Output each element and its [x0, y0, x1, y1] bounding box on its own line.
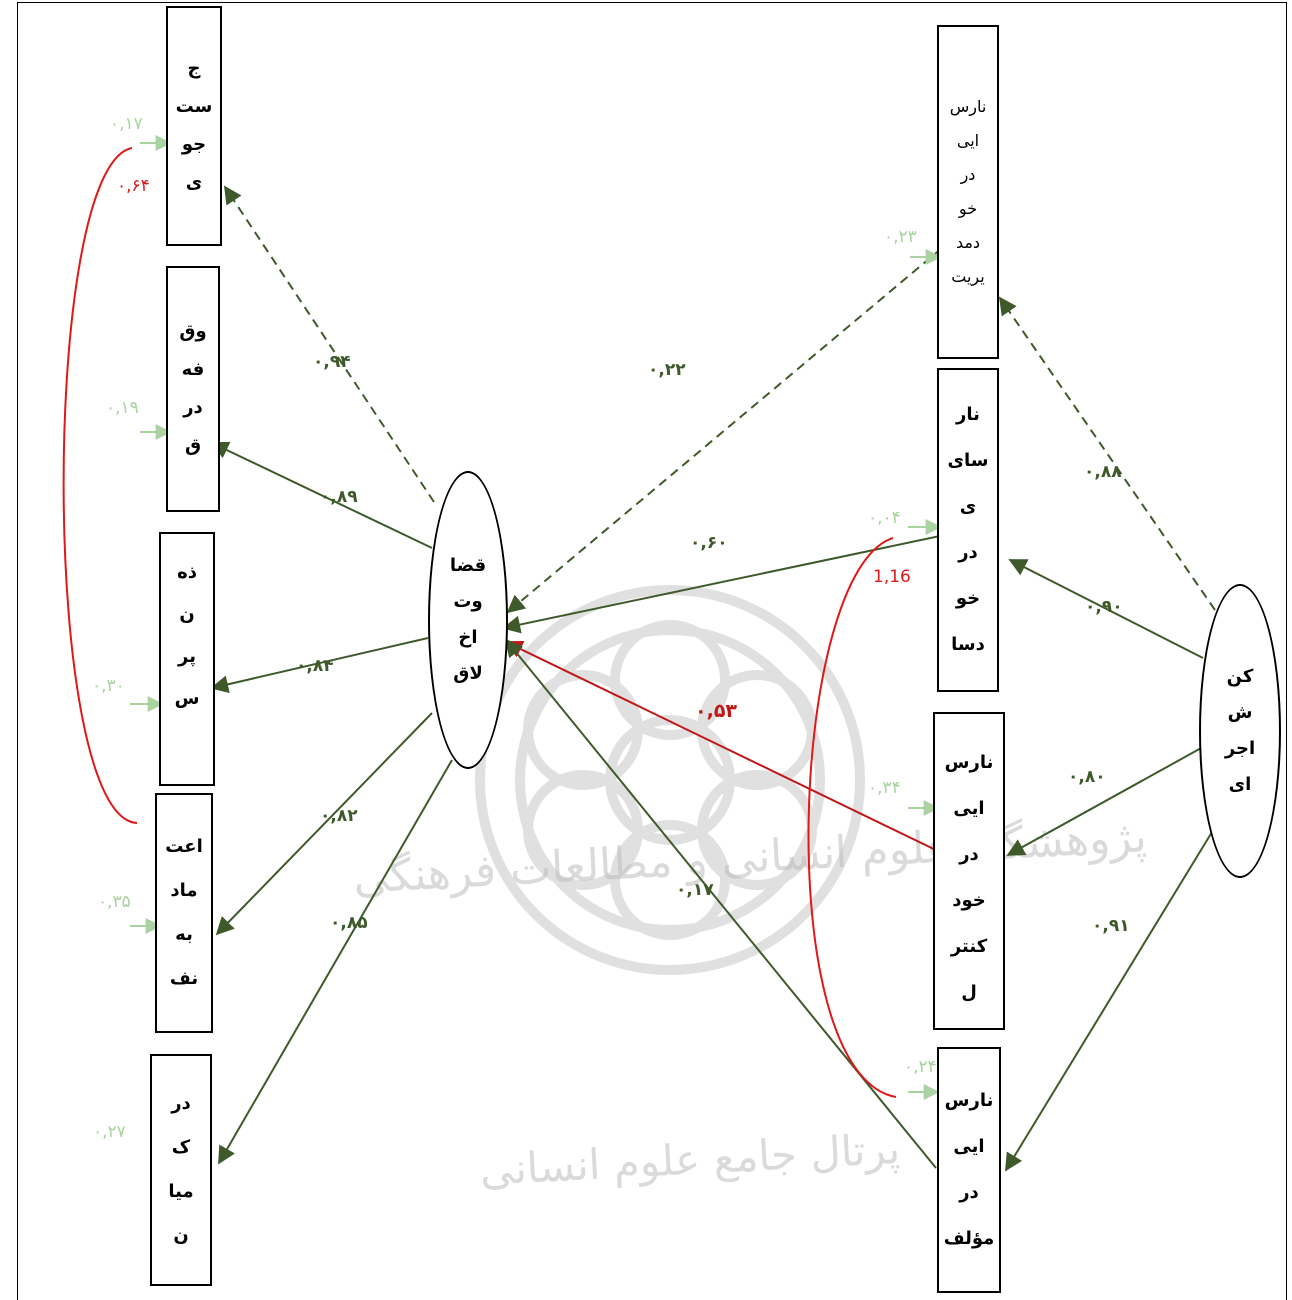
label-path-exec-to-self-management: ۰,۸۸: [1084, 462, 1122, 482]
label-covariance-right: 1,16: [873, 567, 911, 587]
latent-moral-judgment-line-4: لاق: [453, 656, 483, 692]
path-self-management-to-moral: [508, 248, 942, 612]
indicator-search-line-1: ج: [188, 50, 201, 88]
indicator-self-management: نارس ایی در خو دمد یریت: [937, 25, 999, 359]
latent-moral-judgment-line-2: وت: [453, 584, 482, 620]
indicator-understanding-line-3: میا: [168, 1170, 193, 1214]
label-path-exec-to-component: ۰,۹۱: [1092, 916, 1130, 936]
indicator-component-line-3: در: [959, 1170, 979, 1216]
indicator-self-confidence-line-2: ماد: [170, 869, 197, 913]
label-error-self-control: ۰,۳۴: [868, 778, 901, 798]
path-moral-to-search: [225, 187, 434, 502]
latent-executive-function-line-1: کن: [1227, 659, 1254, 695]
label-error-open-mind: ۰,۳۰: [92, 676, 125, 696]
covariance-left: [64, 148, 137, 823]
indicator-self-awareness-line-1: نار: [956, 392, 980, 438]
latent-executive-function-line-2: ش: [1228, 695, 1253, 731]
indicator-self-awareness-line-4: در: [958, 530, 978, 576]
indicator-self-awareness-line-5: خو: [956, 576, 980, 622]
path-exec-to-component: [1006, 832, 1212, 1170]
indicator-self-control: نارس ایی در خود کنتر ل: [933, 712, 1005, 1030]
indicator-self-management-line-5: دمد: [956, 226, 980, 260]
indicator-self-management-line-2: ایی: [957, 124, 979, 158]
indicator-open-mind: ذه ن پر س: [159, 532, 215, 786]
indicator-component-line-2: ایی: [953, 1124, 984, 1170]
indicator-self-management-line-3: در: [961, 158, 976, 192]
indicator-pause-line-4: ق: [185, 427, 201, 465]
indicator-understanding-line-2: ک: [172, 1126, 190, 1170]
label-error-self-management: ۰,۲۳: [884, 227, 917, 247]
label-error-pause: ۰,۱۹: [106, 398, 139, 418]
indicator-open-mind-line-2: ن: [179, 594, 194, 636]
indicator-self-control-line-4: خود: [952, 878, 986, 924]
label-error-self-awareness: ۰,۰۴: [868, 508, 901, 528]
indicator-understanding-line-1: در: [171, 1082, 191, 1126]
latent-moral-judgment-line-1: قضا: [450, 548, 486, 584]
indicator-self-confidence-line-1: اعت: [165, 825, 203, 869]
indicator-self-control-line-5: کنتر: [951, 924, 987, 970]
indicator-self-confidence: اعت ماد به نف: [155, 793, 213, 1033]
indicator-open-mind-line-3: پر: [178, 636, 196, 678]
label-path-open-mind: ۰,۸۴: [296, 656, 334, 676]
label-path-exec-to-self-awareness: ۰,۹۰: [1085, 597, 1123, 617]
covariance-right: [809, 538, 896, 1097]
indicator-self-control-line-1: نارس: [945, 740, 994, 786]
label-error-component: ۰,۲۴: [904, 1057, 937, 1077]
path-self-control-to-moral: [506, 642, 942, 853]
indicator-component-line-1: نارس: [945, 1078, 994, 1124]
indicator-open-mind-line-1: ذه: [177, 552, 197, 594]
indicator-self-management-line-6: یریت: [951, 260, 984, 294]
label-path-pause: ۰,۸۹: [320, 487, 358, 507]
indicator-pause-line-2: فه: [182, 351, 205, 389]
label-path-search: ۰,۹۴: [313, 352, 351, 372]
label-path-self-confidence: ۰,۸۲: [320, 806, 358, 826]
indicator-self-management-line-1: نارس: [950, 90, 987, 124]
indicator-understanding: در ک میا ن: [150, 1054, 212, 1286]
latent-executive-function: کن ش اجر ای: [1199, 584, 1281, 878]
latent-moral-judgment: قضا وت اخ لاق: [428, 471, 508, 769]
label-path-exec-to-self-control: ۰,۸۰: [1068, 767, 1106, 787]
indicator-pause-line-1: وق: [179, 313, 206, 351]
indicator-self-control-line-3: در: [959, 832, 979, 878]
indicator-component: نارس ایی در مؤلف: [937, 1047, 1001, 1293]
path-exec-to-self-management: [1000, 298, 1215, 610]
label-error-search: ۰,۱۷: [110, 114, 143, 134]
indicator-self-awareness-line-6: دسا: [951, 622, 985, 668]
label-path-component-to-moral: ۰,۱۷: [676, 880, 714, 900]
indicator-understanding-line-4: ن: [173, 1214, 188, 1258]
indicator-self-awareness-line-2: سای: [948, 438, 989, 484]
latent-moral-judgment-line-3: اخ: [458, 620, 477, 656]
indicator-search: ج ست جو ی: [166, 6, 222, 246]
indicator-pause-line-3: در: [183, 389, 203, 427]
indicator-search-line-4: ی: [186, 164, 203, 202]
indicator-search-line-2: ست: [176, 88, 213, 126]
label-error-understanding: ۰,۲۷: [93, 1122, 126, 1142]
path-exec-to-self-control: [1008, 747, 1203, 855]
latent-executive-function-line-3: اجر: [1225, 731, 1255, 767]
label-path-self-awareness-to-moral: ۰,۶۰: [690, 533, 728, 553]
indicator-self-management-line-4: خو: [959, 192, 977, 226]
indicator-search-line-3: جو: [182, 126, 206, 164]
indicator-self-control-line-6: ل: [961, 970, 977, 1016]
indicator-component-line-4: مؤلف: [944, 1216, 995, 1262]
label-covariance-left: ۰,۶۴: [117, 176, 150, 196]
indicator-self-control-line-2: ایی: [953, 786, 984, 832]
label-path-self-management-to-moral: ۰,۲۲: [648, 360, 686, 380]
indicator-self-awareness-line-3: ی: [960, 484, 977, 530]
label-path-understanding: ۰,۸۵: [330, 913, 368, 933]
indicator-pause: وق فه در ق: [166, 266, 220, 512]
latent-executive-function-line-4: ای: [1229, 767, 1252, 803]
indicator-open-mind-line-4: س: [175, 678, 200, 720]
indicator-self-awareness: نار سای ی در خو دسا: [937, 368, 999, 692]
indicator-self-confidence-line-3: به: [175, 913, 193, 957]
label-error-self-confidence: ۰,۳۵: [98, 892, 131, 912]
label-path-self-control-to-moral: ۰,۵۳: [695, 700, 737, 722]
indicator-self-confidence-line-4: نف: [170, 957, 198, 1001]
